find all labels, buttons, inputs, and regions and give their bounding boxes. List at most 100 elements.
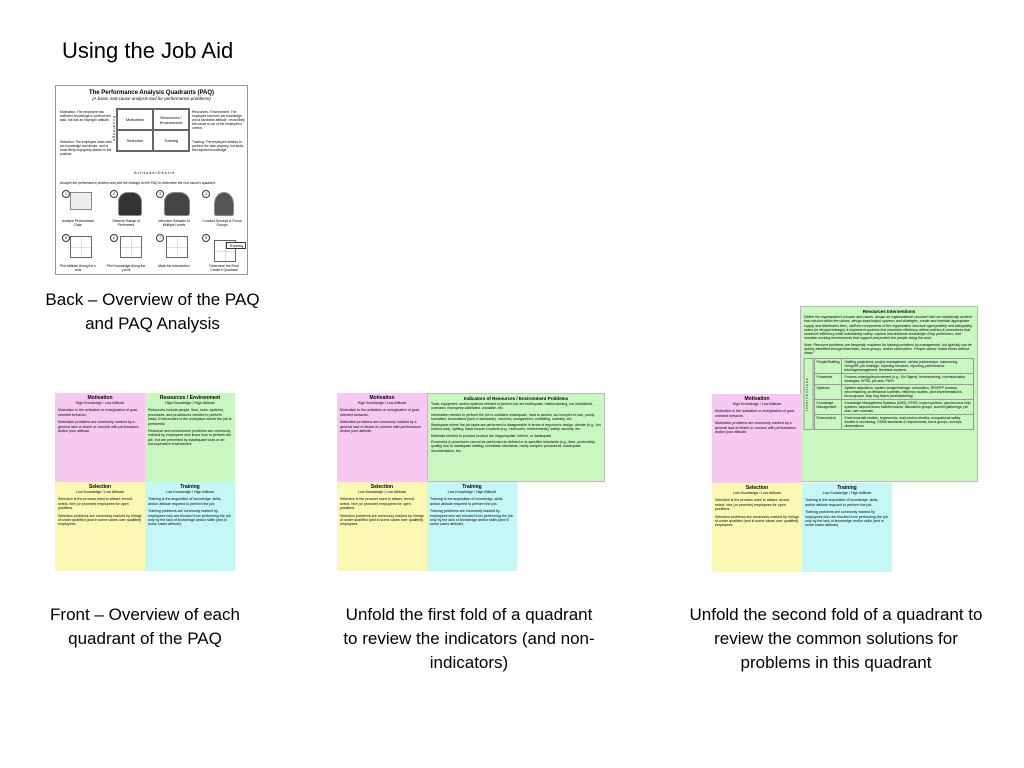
quadrant-subtitle: High Knowledge / Low Attitude	[357, 401, 407, 405]
cell-resources: Resources / Environment	[153, 109, 189, 130]
observe-performers-icon	[118, 192, 142, 216]
quadrant-subtitle: Low Knowledge / Low Attitude	[358, 490, 406, 494]
quadrant-text: Resources include people, time, tools, s…	[148, 408, 232, 426]
quadrant-subtitle: High Knowledge / High Attitude	[165, 401, 215, 405]
interventions-panel: Resources Interventions Define the organ…	[800, 306, 978, 482]
step-number: 2	[110, 190, 118, 198]
step-label: Observe Range of Performers	[112, 219, 140, 227]
quadrant-resources: Resources / Environment High Knowledge /…	[145, 393, 235, 482]
mark-intersection-icon	[166, 236, 188, 258]
quadrant-title: Selection	[88, 484, 112, 490]
quadrant-title: Selection	[745, 485, 769, 491]
cell-training: Training	[153, 130, 189, 151]
first-fold-card: Motivation High Knowledge / Low Attitude…	[337, 393, 605, 571]
paq-heading: The Performance Analysis Quadrants (PAQ)	[88, 90, 215, 96]
indicator-item: Processes & procedures cannot be perform…	[431, 440, 596, 453]
intervention-text: Knowledge Management Systems (KMS), EPSS…	[841, 398, 974, 415]
quadrant-title: Motivation	[369, 395, 395, 401]
intervention-text: Staffing projections, project management…	[841, 357, 974, 374]
quadrant-text: Selection is the process used to attract…	[715, 498, 790, 512]
second-fold-card: Resources Interventions Define the organ…	[712, 306, 980, 572]
analysis-instruction: Analyze the performance problem and plot…	[60, 181, 216, 185]
step-label: Conduct Surveys & Focus Groups	[202, 219, 242, 227]
step-number: 5	[62, 234, 70, 242]
quadrant-title: Selection	[370, 484, 394, 490]
quadrant-text: Training problems are commonly marked by…	[805, 510, 888, 528]
intervention-text: Environmental studies, ergonomics, work-…	[841, 413, 974, 430]
quadrant-subtitle: Low Knowledge / High Attitude	[822, 491, 872, 495]
caption-fold1: Unfold the first fold of a quadrant to r…	[343, 605, 595, 672]
quadrant-training: Training Low Knowledge / High Attitude T…	[802, 483, 892, 572]
intervention-area: People/Staffing	[813, 357, 843, 374]
step-label: Interview Samples of Multiple Levels	[158, 219, 190, 227]
cell-selection: Selection	[117, 130, 153, 151]
quadrant-text: Motivation problems are commonly marked …	[340, 420, 421, 434]
resources-description: Resources / Environment: The employee ha…	[192, 110, 245, 130]
knowledge-axis-label: Knowledge	[112, 116, 116, 142]
paq-back-card: The Performance Analysis Quadrants (PAQ)…	[55, 85, 248, 275]
quadrant-title: Training	[180, 484, 200, 490]
quadrant-text: Training is the acquisition of knowledge…	[148, 497, 222, 506]
caption-back: Back – Overview of the PAQ and PAQ Analy…	[45, 290, 260, 333]
paq-grid: Motivation Resources / Environment Selec…	[116, 108, 190, 152]
interventions-note: Note: Resource problems are frequently m…	[804, 342, 972, 356]
quadrant-text: Motivation problems are commonly marked …	[715, 421, 796, 435]
quadrant-text: Motivation is the activation or energiza…	[340, 408, 420, 417]
performance-data-icon	[70, 192, 92, 210]
step-number: 8	[202, 234, 210, 242]
quadrant-text: Selection problems are commonly marked b…	[58, 513, 142, 527]
step-label: Analyze Performance Data	[61, 219, 95, 227]
indicator-item: Materials needed to produce product are …	[431, 433, 553, 438]
quadrant-subtitle: Low Knowledge / High Attitude	[165, 490, 215, 494]
caption-front: Front – Overview of each quadrant of the…	[50, 605, 240, 648]
interventions-title: Resources Interventions	[862, 309, 916, 314]
quadrant-motivation: Motivation High Knowledge / Low Attitude…	[337, 393, 427, 482]
quadrant-selection: Selection Low Knowledge / Low Attitude S…	[337, 482, 427, 571]
indicators-panel: Indicators of Resources / Environment Pr…	[427, 393, 605, 482]
indicators-title: Indicators of Resources / Environment Pr…	[463, 396, 569, 401]
step-number: 3	[156, 190, 164, 198]
step-label: Mark the Intersection	[158, 264, 190, 268]
step-label: Determine the Root Cause's Quadrant	[209, 264, 239, 272]
quadrant-title: Training	[462, 484, 482, 490]
quadrant-motivation: Motivation High Knowledge / Low Attitude…	[712, 394, 802, 483]
quadrant-motivation: Motivation High Knowledge / Low Attitude…	[55, 393, 145, 482]
quadrant-text: Selection is the process used to attract…	[58, 497, 133, 511]
interventions-intro: Define the organization's mission and va…	[804, 315, 973, 341]
indicator-item: Information needed to perform the job is…	[431, 412, 595, 421]
front-card: Motivation High Knowledge / Low Attitude…	[55, 393, 235, 571]
caption-fold2: Unfold the second fold of a quadrant to …	[689, 605, 983, 672]
interventions-side-label: Interventions	[804, 357, 814, 430]
quadrant-text: Resource and environment problems are co…	[148, 429, 232, 447]
quadrant-text: Selection problems are commonly marked b…	[715, 514, 799, 528]
plot-y-icon	[120, 236, 142, 258]
step-label: Plot Attitude Along the x Axis	[60, 264, 96, 272]
intervention-text: Process redesign/improvement (e.g., Six …	[841, 372, 974, 385]
quadrant-subtitle: High Knowledge / Low Attitude	[732, 402, 782, 406]
quadrant-selection: Selection Low Knowledge / Low Attitude S…	[55, 482, 145, 571]
quadrant-text: Training is the acquisition of knowledge…	[805, 498, 879, 507]
interview-icon	[164, 192, 190, 216]
quadrant-text: Selection is the process used to attract…	[340, 497, 415, 511]
step-number: 4	[202, 190, 210, 198]
quadrant-training: Training Low Knowledge / High Attitude T…	[145, 482, 235, 571]
quadrant-subtitle: Low Knowledge / High Attitude	[447, 490, 497, 494]
quadrant-title: Training	[837, 485, 857, 491]
quadrant-training: Training Low Knowledge / High Attitude T…	[427, 482, 517, 571]
intervention-area: Knowledge Management	[813, 398, 843, 415]
training-description: Training: The employee desires to perfor…	[192, 140, 244, 152]
intervention-area: Environment	[813, 413, 843, 430]
indicator-item: Workspace where the job tasks are perfor…	[431, 423, 601, 432]
survey-icon	[214, 192, 234, 216]
intervention-area: Processes	[813, 372, 843, 385]
quadrant-title: Motivation	[744, 396, 770, 402]
attitude-axis-label: Attitude/Desire	[134, 170, 176, 175]
quadrant-subtitle: Low Knowledge / Low Attitude	[76, 490, 124, 494]
paq-subheading: (A basic root cause analysis tool for pe…	[92, 96, 211, 101]
